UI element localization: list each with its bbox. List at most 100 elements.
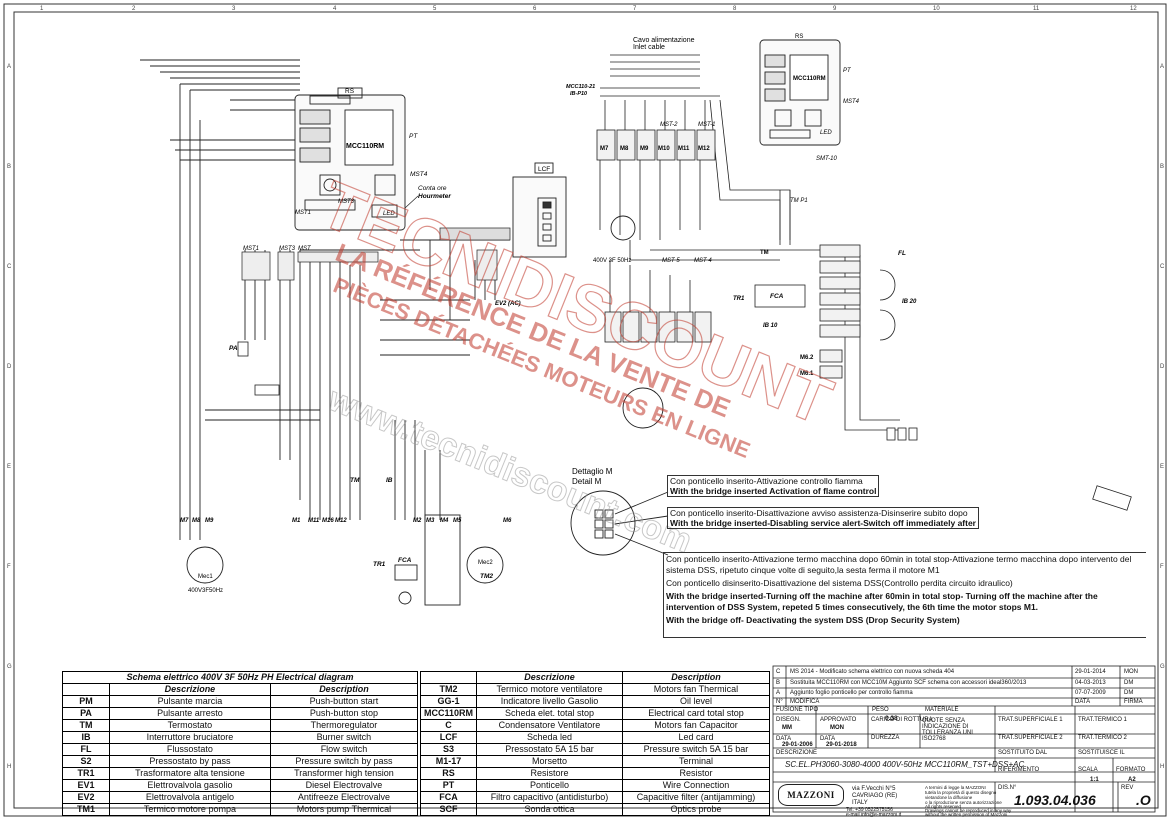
drawing-number: 1.093.04.036	[1014, 792, 1096, 808]
svg-text:M2: M2	[413, 518, 422, 524]
svg-text:M12: M12	[698, 146, 710, 152]
svg-text:H: H	[7, 764, 11, 770]
pcb-left-pt-label: PT	[409, 133, 418, 140]
motor-tm2: TM2	[480, 573, 493, 580]
svg-text:E: E	[7, 464, 11, 470]
svg-text:H: H	[1160, 764, 1164, 770]
conn-mst1: MST1	[243, 246, 259, 252]
motor-tr1: TR1	[373, 561, 386, 568]
svg-text:4: 4	[333, 6, 337, 12]
connector-plugs-right	[886, 427, 918, 441]
svg-text:6: 6	[533, 6, 537, 12]
motors-bottom	[186, 514, 504, 606]
note-service-alert: Con ponticello inserito-Disattivazione a…	[667, 507, 979, 529]
fca-right-label: FCA	[770, 293, 784, 300]
conn-mst3: MST3	[279, 246, 296, 252]
terminal-strip-top	[596, 129, 716, 161]
tmp1-label: TM P1	[790, 198, 808, 204]
svg-text:M7: M7	[600, 146, 609, 152]
svg-text:C: C	[7, 264, 12, 270]
svg-text:D: D	[1160, 364, 1165, 370]
svg-text:M3: M3	[426, 518, 435, 524]
detail-m-it: Dettaglio M	[572, 467, 613, 476]
hourmeter-label-it: Conta ore	[418, 185, 447, 192]
terminal-strip-mid	[604, 311, 712, 343]
detail-m-en: Detail M	[572, 477, 602, 486]
tm-right-label: TM	[760, 250, 769, 256]
hourmeter-label-en: Hourmeter	[418, 193, 451, 200]
svg-text:M16: M16	[322, 518, 334, 524]
svg-text:M12: M12	[335, 518, 347, 524]
pcb-right-led: LED	[820, 130, 832, 136]
svg-text:G: G	[7, 664, 12, 670]
svg-text:M8: M8	[192, 518, 201, 524]
motor-fca: FCA	[398, 557, 412, 564]
power-lines	[140, 59, 510, 540]
svg-text:D: D	[7, 364, 12, 370]
svg-text:M5: M5	[453, 518, 462, 524]
table-left-title: Schema elettrico 400V 3F 50Hz PH Electri…	[62, 671, 418, 684]
pcb-right-mst4: MST4	[843, 99, 860, 105]
note-service-en: With the bridge inserted-Disabling servi…	[670, 518, 976, 528]
pcb-left	[294, 87, 406, 231]
mst4-label: MST 4	[694, 258, 712, 264]
pa-label: PA	[229, 345, 238, 352]
svg-text:9: 9	[833, 6, 837, 12]
svg-text:F: F	[7, 564, 11, 570]
svg-text:A: A	[7, 64, 11, 70]
pcb-right-pt: PT	[843, 68, 852, 74]
svg-text:12: 12	[1130, 6, 1137, 12]
table-mid-header-en: Description	[621, 671, 771, 684]
pcb-left-mst1-label: MST1	[295, 210, 311, 216]
svg-text:A: A	[1160, 64, 1164, 70]
motor-spec-left: 400V3F50Hz	[188, 588, 223, 594]
component-table-left: Schema elettrico 400V 3F 50Hz PH Electri…	[62, 671, 419, 816]
table-left-code-header	[62, 683, 110, 696]
svg-text:IB-P10: IB-P10	[570, 91, 587, 97]
m6-label: M6.2	[800, 355, 814, 361]
outer-frame	[3, 3, 1167, 817]
svg-text:M11: M11	[308, 518, 320, 524]
fl-label: FL	[898, 250, 906, 257]
legend-line-1: Con ponticello inserito-Attivazione term…	[666, 554, 1132, 575]
note-flame-it: Con ponticello inserito-Attivazione cont…	[670, 476, 863, 486]
drawing-revision: .O	[1136, 792, 1151, 808]
mst1-label: MST-1	[698, 122, 715, 128]
svg-text:M7: M7	[180, 518, 189, 524]
mst2-label: MST-2	[660, 122, 678, 128]
svg-text:M8: M8	[620, 146, 629, 152]
ev2-label: EV2 (AC)	[495, 301, 521, 307]
mst5-label: MST 5	[662, 258, 680, 264]
pcb-right-name: MCC110RM	[793, 76, 826, 82]
ib20-label: IB 20	[902, 299, 917, 305]
svg-text:G: G	[1160, 664, 1165, 670]
smt10-label: SMT-10	[816, 156, 837, 162]
drawing-description: SC.EL.PH3060-3080-4000 400V-50Hz MCC110R…	[785, 760, 1025, 769]
svg-text:M11: M11	[678, 146, 690, 152]
svg-text:M6: M6	[503, 518, 512, 524]
watermark: TECNIDISCOUNT LA RÉFÉRENCE DE LA VENTE D…	[311, 166, 843, 561]
lcf-panel	[512, 162, 567, 258]
svg-text:B: B	[7, 164, 11, 170]
tr1-right-label: TR1	[733, 296, 745, 302]
